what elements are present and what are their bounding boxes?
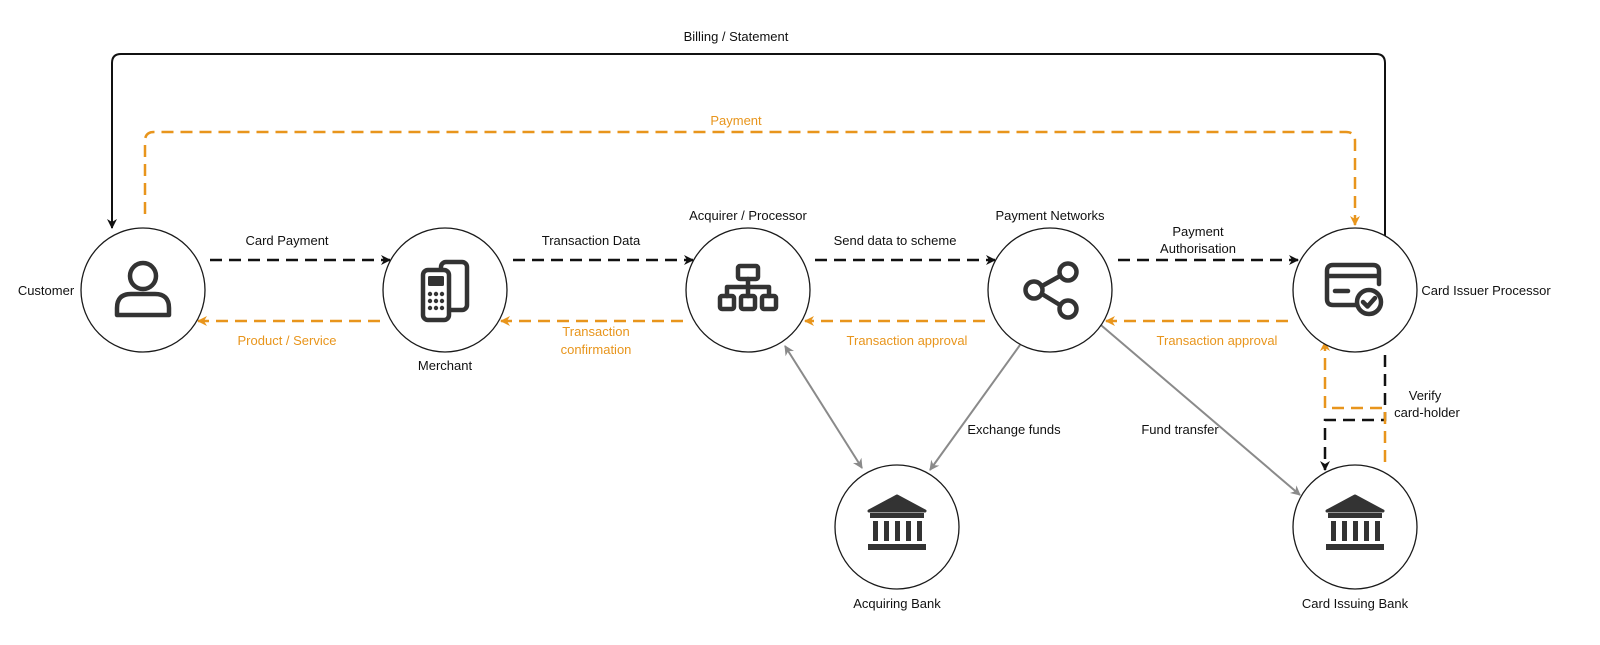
exchange-funds-label: Exchange funds xyxy=(967,422,1061,437)
networks-label: Payment Networks xyxy=(995,208,1105,223)
issuer-processor-label: Card Issuer Processor xyxy=(1421,283,1551,298)
networks-node[interactable] xyxy=(987,227,1113,353)
send-data-label: Send data to scheme xyxy=(834,233,957,248)
billing-statement-label: Billing / Statement xyxy=(684,29,789,44)
acquiring-bank-label: Acquiring Bank xyxy=(853,596,941,611)
bank-icon xyxy=(867,494,927,550)
merchant-node[interactable] xyxy=(382,227,508,353)
acquirer-node[interactable] xyxy=(685,227,811,353)
verify-response-connector xyxy=(1320,341,1387,462)
verify-label-2: card-holder xyxy=(1394,405,1460,420)
person-icon xyxy=(114,260,172,318)
hierarchy-icon xyxy=(717,263,779,312)
share-icon xyxy=(1023,261,1079,320)
card-payment-label: Card Payment xyxy=(245,233,328,248)
fund-transfer-connector xyxy=(1094,319,1301,496)
payment-authorisation-label-1: Payment xyxy=(1172,224,1224,239)
transaction-confirmation-label-2: confirmation xyxy=(561,342,632,357)
issuing-bank-label: Card Issuing Bank xyxy=(1302,596,1409,611)
pos-terminal-icon xyxy=(420,259,470,323)
transaction-confirmation-label-1: Transaction xyxy=(562,324,629,339)
fund-transfer-label: Fund transfer xyxy=(1141,422,1219,437)
verify-request-connector xyxy=(1320,355,1387,471)
payment-connector xyxy=(143,130,1360,226)
customer-label: Customer xyxy=(18,283,75,298)
verify-label-1: Verify xyxy=(1409,388,1442,403)
payment-authorisation-label-2: Authorisation xyxy=(1160,241,1236,256)
issuer-processor-node[interactable] xyxy=(1292,227,1418,353)
credit-card-check-icon xyxy=(1324,262,1384,317)
exchange-funds-connector xyxy=(929,344,1021,471)
payment-label: Payment xyxy=(710,113,762,128)
bank-icon xyxy=(1325,494,1385,550)
transaction-approval-label-1: Transaction approval xyxy=(847,333,968,348)
issuing-bank-node[interactable] xyxy=(1292,464,1418,590)
billing-statement-connector xyxy=(107,53,1386,238)
transaction-approval-label-2: Transaction approval xyxy=(1157,333,1278,348)
acquirer-bank-connector xyxy=(784,345,863,469)
transaction-data-label: Transaction Data xyxy=(542,233,641,248)
product-service-label: Product / Service xyxy=(238,333,337,348)
customer-node[interactable] xyxy=(80,227,206,353)
acquiring-bank-node[interactable] xyxy=(834,464,960,590)
acquirer-label: Acquirer / Processor xyxy=(689,208,807,223)
merchant-label: Merchant xyxy=(418,358,473,373)
